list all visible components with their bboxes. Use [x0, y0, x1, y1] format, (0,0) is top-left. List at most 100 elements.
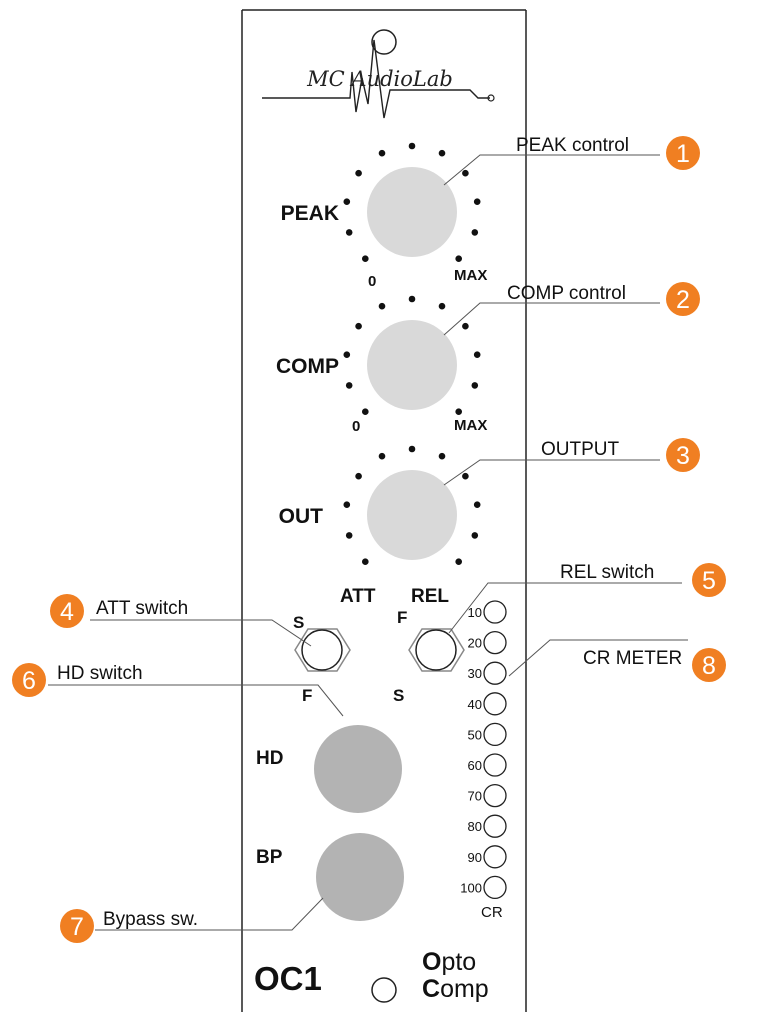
leader-6 — [48, 684, 344, 717]
leader-4 — [90, 619, 312, 647]
knob-scale-dot — [438, 149, 446, 157]
knob-scale-dot — [343, 351, 351, 359]
rel-switch-group: REL F S — [393, 586, 465, 705]
knob-scale-dot — [471, 382, 479, 389]
knob-scale-dot — [362, 558, 369, 565]
leader-7 — [95, 897, 324, 931]
callout-text-3: OUTPUT — [541, 439, 620, 460]
callout-7: 7 Bypass sw. — [60, 909, 198, 943]
product-line-1: Opto — [422, 948, 476, 976]
bypass-button[interactable] — [316, 833, 404, 921]
cr-meter-scale-label: 70 — [468, 789, 482, 804]
knob-scale-dot — [471, 229, 479, 236]
knob-scale-dot — [455, 558, 463, 565]
knob-scale-dot — [408, 142, 416, 150]
callout-text-6: HD switch — [57, 663, 143, 684]
product-line-2: Comp — [422, 975, 489, 1003]
knob-scale-dot — [473, 351, 481, 359]
callout-number-7: 7 — [70, 913, 84, 941]
callout-badge-7 — [60, 909, 94, 943]
callout-badge-5 — [692, 563, 726, 597]
callout-badge-4 — [50, 594, 84, 628]
product-line-2-rest: omp — [440, 975, 489, 1003]
cr-meter-scale-label: 20 — [468, 636, 482, 651]
model-name: OC1 — [254, 960, 322, 997]
cr-meter-scale-label: 100 — [460, 880, 482, 895]
peak-knob[interactable] — [367, 167, 457, 257]
att-pos-f: F — [302, 686, 312, 705]
peak-knob-scale-dots — [343, 142, 481, 262]
cr-meter-scale-label: 80 — [468, 819, 482, 834]
hd-button[interactable] — [314, 725, 402, 813]
att-switch-nut — [294, 628, 351, 672]
callout-text-1: PEAK control — [516, 135, 629, 156]
callout-leaders — [48, 154, 688, 931]
knob-scale-dot — [473, 501, 481, 509]
cr-meter-scale-label: 40 — [468, 697, 482, 712]
att-switch[interactable] — [301, 629, 343, 671]
callout-badge-1 — [666, 136, 700, 170]
cr-meter-led — [483, 753, 507, 777]
knob-scale-dot — [345, 229, 353, 236]
comp-knob-group: COMP 0 MAX — [276, 295, 487, 435]
callout-number-6: 6 — [22, 667, 36, 695]
rel-switch[interactable] — [415, 629, 457, 671]
brand-logo: MC AudioLab — [262, 39, 495, 119]
callout-badge-6 — [12, 663, 46, 697]
callout-number-5: 5 — [702, 567, 716, 595]
peak-knob-group: PEAK 0 MAX — [281, 142, 487, 290]
cr-meter-led — [483, 722, 507, 747]
out-label: OUT — [279, 505, 324, 528]
cr-meter-led — [483, 630, 507, 655]
callout-number-2: 2 — [676, 286, 690, 314]
cr-meter-scale-label: 50 — [468, 727, 482, 742]
knob-scale-dot — [343, 501, 351, 509]
callout-badge-3 — [666, 438, 700, 472]
bp-label: BP — [256, 847, 283, 868]
callout-text-7: Bypass sw. — [103, 909, 198, 930]
callout-number-3: 3 — [676, 442, 690, 470]
comp-scale-max: MAX — [454, 417, 487, 434]
rel-switch-nut — [408, 628, 465, 672]
hd-label: HD — [256, 748, 283, 769]
callout-number-8: 8 — [702, 652, 716, 680]
callout-number-1: 1 — [676, 140, 690, 168]
cr-meter-led — [483, 661, 507, 685]
callout-text-2: COMP control — [507, 283, 626, 304]
knob-scale-dot — [455, 408, 463, 416]
knob-scale-dot — [471, 532, 479, 539]
callout-2: 2 COMP control — [507, 282, 700, 316]
out-knob-group: OUT — [279, 445, 481, 565]
callout-3: 3 OUTPUT — [541, 438, 700, 472]
peak-label: PEAK — [281, 202, 339, 225]
cr-meter-led — [483, 814, 507, 838]
knob-scale-dot — [355, 472, 362, 480]
knob-scale-dot — [362, 255, 369, 262]
comp-scale-min: 0 — [352, 418, 360, 435]
rel-pos-s: S — [393, 686, 404, 705]
cr-meter-scale-label: 10 — [468, 605, 482, 620]
knob-scale-dot — [438, 302, 446, 310]
cr-meter-scale-label: 30 — [468, 666, 482, 681]
knob-scale-dot — [355, 169, 362, 177]
knob-scale-dot — [343, 198, 351, 205]
knob-scale-dot — [345, 382, 353, 389]
callout-number-4: 4 — [60, 598, 74, 626]
cr-meter-caption: CR — [481, 904, 503, 921]
callout-text-8: CR METER — [583, 648, 682, 669]
callout-text-5: REL switch — [560, 562, 654, 583]
att-label: ATT — [340, 586, 376, 607]
knob-scale-dot — [355, 322, 362, 330]
out-knob-scale-dots — [343, 445, 481, 565]
comp-knob[interactable] — [367, 320, 457, 410]
cr-meter-led — [483, 845, 507, 869]
leader-8 — [508, 639, 688, 677]
knob-scale-dot — [408, 445, 416, 453]
cr-meter-led — [483, 875, 507, 900]
callout-6: 6 HD switch — [12, 663, 143, 697]
output-knob[interactable] — [367, 470, 457, 560]
peak-scale-max: MAX — [454, 267, 487, 284]
leader-5 — [448, 582, 682, 634]
